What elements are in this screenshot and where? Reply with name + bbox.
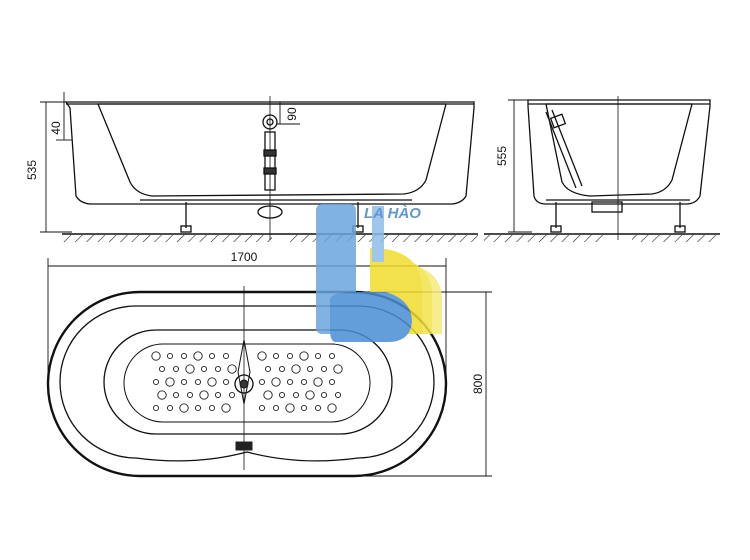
top-outer-rim xyxy=(46,290,448,478)
faucet-dimension xyxy=(276,102,300,125)
anti-slip-dot xyxy=(151,351,161,361)
anti-slip-dot xyxy=(258,404,266,412)
anti-slip-dot xyxy=(214,365,222,373)
side-legs xyxy=(550,202,686,233)
anti-slip-dot xyxy=(272,404,280,412)
anti-slip-dot xyxy=(264,365,272,373)
anti-slip-dot xyxy=(208,352,216,360)
anti-slip-dot xyxy=(199,390,209,400)
anti-slip-dot xyxy=(300,404,308,412)
anti-slip-dot xyxy=(278,391,286,399)
anti-slip-dot xyxy=(179,403,189,413)
anti-slip-dot xyxy=(158,365,166,373)
front-height-dimension xyxy=(40,92,72,233)
front-rim-label: 40 xyxy=(49,121,63,135)
anti-slip-dot xyxy=(285,403,295,413)
side-faucet xyxy=(545,109,623,213)
anti-slip-dot xyxy=(227,364,237,374)
anti-slip-dot xyxy=(314,352,322,360)
side-view xyxy=(484,96,720,242)
anti-slip-dot xyxy=(166,352,174,360)
top-inner-rim xyxy=(59,305,435,462)
anti-slip-dot xyxy=(333,364,343,374)
top-width-label: 800 xyxy=(471,374,485,394)
anti-slip-dot xyxy=(222,378,230,386)
front-height-label: 535 xyxy=(25,160,39,180)
anti-slip-dot xyxy=(328,352,336,360)
anti-slip-dot xyxy=(334,391,342,399)
logo-blue-stem xyxy=(372,206,384,262)
anti-slip-dot xyxy=(186,391,194,399)
logo-blue-curve xyxy=(330,292,412,342)
anti-slip-dot xyxy=(166,404,174,412)
anti-slip-dot xyxy=(263,390,273,400)
side-height-label: 555 xyxy=(495,146,509,166)
top-basin-floor xyxy=(103,329,393,435)
anti-slip-dot xyxy=(286,378,294,386)
anti-slip-dot xyxy=(320,391,328,399)
anti-slip-dot xyxy=(193,351,203,361)
top-view xyxy=(46,258,492,478)
watermark-logo: LA HÀO xyxy=(316,204,442,342)
anti-slip-dot xyxy=(180,352,188,360)
anti-slip-dot xyxy=(300,378,308,386)
anti-slip-dot xyxy=(313,377,323,387)
logo-text: LA HÀO xyxy=(364,205,421,222)
anti-slip-dot xyxy=(291,364,301,374)
anti-slip-dot xyxy=(152,378,160,386)
anti-slip-dot xyxy=(207,377,217,387)
top-drain xyxy=(234,339,254,405)
front-inner-basin xyxy=(97,103,447,197)
top-basin-inner xyxy=(123,343,371,423)
anti-slip-dot xyxy=(314,404,322,412)
side-floor xyxy=(484,233,720,242)
anti-slip-dot xyxy=(272,352,280,360)
anti-slip-dot xyxy=(222,352,230,360)
anti-slip-dot xyxy=(165,377,175,387)
anti-slip-dot xyxy=(257,351,267,361)
anti-slip-dot xyxy=(327,403,337,413)
anti-slip-dot xyxy=(292,391,300,399)
faucet-height-label: 90 xyxy=(285,107,299,121)
anti-slip-dot xyxy=(320,365,328,373)
anti-slip-dot xyxy=(278,365,286,373)
anti-slip-dot xyxy=(271,377,281,387)
top-overflow xyxy=(235,441,253,451)
top-length-label: 1700 xyxy=(231,250,258,264)
anti-slip-dot xyxy=(286,352,294,360)
anti-slip-dot xyxy=(157,390,167,400)
anti-slip-dot xyxy=(221,403,231,413)
anti-slip-dot xyxy=(306,365,314,373)
anti-slip-dot xyxy=(328,378,336,386)
anti-slip-dot xyxy=(214,391,222,399)
anti-slip-dot xyxy=(299,351,309,361)
front-faucet xyxy=(257,114,283,219)
anti-slip-dot xyxy=(208,404,216,412)
anti-slip-dot xyxy=(258,378,266,386)
side-height-dimension xyxy=(508,99,532,233)
front-outer-shell xyxy=(64,101,475,205)
anti-slip-dot xyxy=(172,365,180,373)
anti-slip-dot xyxy=(180,378,188,386)
side-outer-shell xyxy=(527,99,711,205)
side-inner-basin xyxy=(545,103,693,197)
anti-slip-dot xyxy=(172,391,180,399)
anti-slip-dots xyxy=(151,351,343,413)
anti-slip-dot xyxy=(200,365,208,373)
anti-slip-dot xyxy=(194,378,202,386)
anti-slip-dot xyxy=(152,404,160,412)
anti-slip-dot xyxy=(305,390,315,400)
anti-slip-dot xyxy=(228,391,236,399)
anti-slip-dot xyxy=(194,404,202,412)
anti-slip-dot xyxy=(185,364,195,374)
